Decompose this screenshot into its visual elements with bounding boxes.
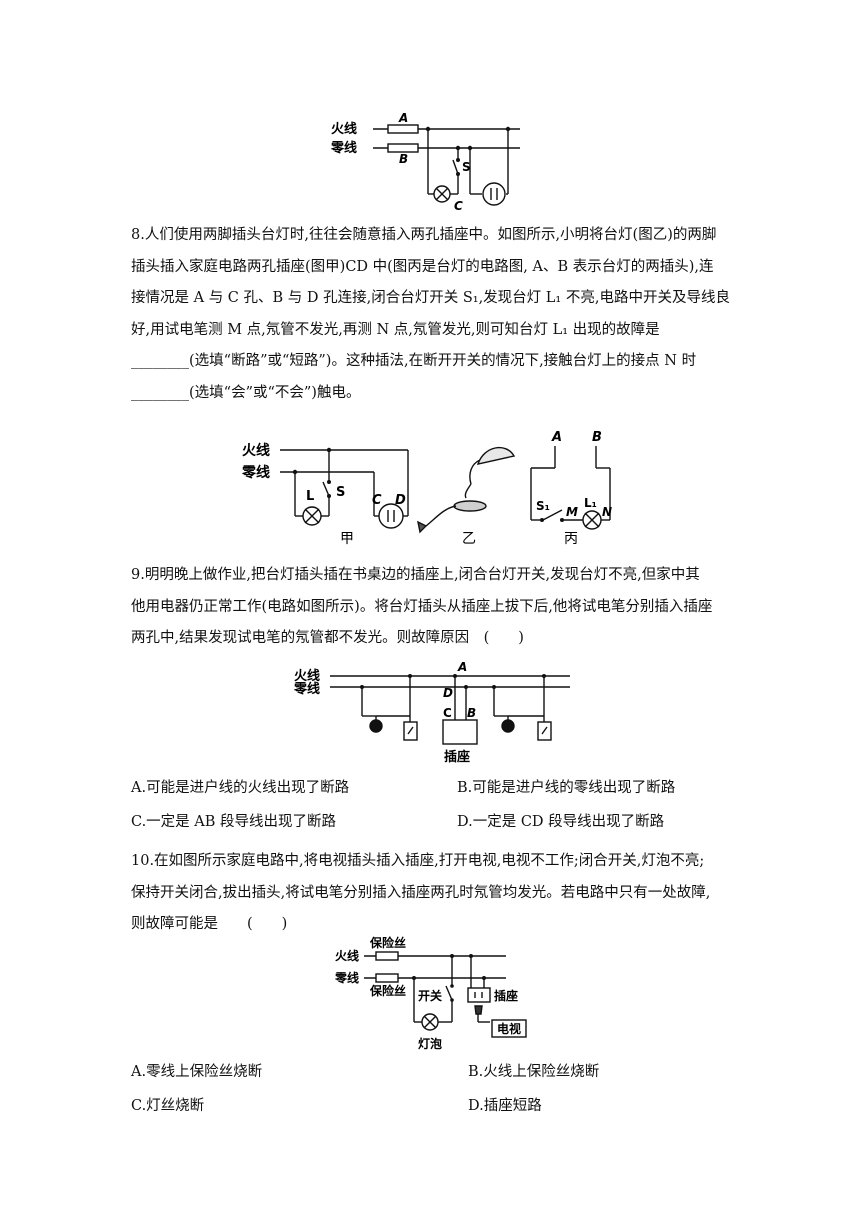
q8-line-1: 8.人们使用两脚插头台灯时,往往会随意插入两孔插座中。如图所示,小明将台灯(图乙… [131, 227, 717, 243]
label-neutral-wire: 零线 [334, 970, 359, 985]
question-10-text: 10.在如图所示家庭电路中,将电视插头插入插座,打开电视,电视不工作;闭合开关,… [131, 846, 731, 941]
label-s1: S₁ [536, 499, 550, 513]
label-fuse-neutral: 保险丝 [369, 983, 406, 998]
label-a: A [398, 111, 408, 125]
q10-line-1: 10.在如图所示家庭电路中,将电视插头插入插座,打开电视,电视不工作;闭合开关,… [131, 853, 705, 869]
caption-jia: 甲 [340, 531, 354, 547]
q10-line-2: 保持开关闭合,拔出插头,将试电笔分别插入插座两孔时氖管均发光。若电路中只有一处故… [131, 884, 711, 901]
caption-yi: 乙 [462, 531, 476, 547]
figure-q7-circuit: 火线 零线 A B S C [330, 111, 520, 213]
label-socket: 插座 [444, 749, 470, 765]
label-tv: 电视 [497, 1021, 521, 1036]
q9-option-a[interactable]: A.可能是进户线的火线出现了断路 [131, 780, 350, 796]
label-s: S [336, 485, 345, 500]
label-l: L [306, 489, 314, 504]
q9-option-d[interactable]: D.一定是 CD 段导线出现了断路 [457, 814, 665, 830]
q9-option-c[interactable]: C.一定是 AB 段导线出现了断路 [131, 814, 337, 830]
q10-option-b[interactable]: B.火线上保险丝烧断 [468, 1064, 600, 1080]
label-fuse-live: 保险丝 [369, 936, 406, 950]
label-b: B [399, 152, 408, 166]
label-d: D [395, 493, 406, 508]
label-live-wire: 火线 [294, 668, 320, 684]
label-live-wire: 火线 [242, 442, 270, 459]
q9-line-2: 他用电器仍正常工作(电路如图所示)。将台灯插头从插座上拔下后,他将试电笔分别插入… [131, 598, 713, 615]
q8-line-6: ________(选填“会”或“不会”)触电。 [131, 384, 361, 401]
caption-bing: 丙 [564, 531, 578, 547]
label-plug-b: B [592, 430, 602, 445]
question-8-text: 8.人们使用两脚插头台灯时,往往会随意插入两孔插座中。如图所示,小明将台灯(图乙… [131, 220, 731, 410]
label-c: C [454, 199, 463, 213]
label-c: C [443, 706, 452, 720]
q10-line-3: 则故障可能是 ( ) [131, 916, 288, 933]
q8-line-3: 接情况是 A 与 C 孔、B 与 D 孔连接,闭合台灯开关 S₁,发现台灯 L₁… [131, 290, 730, 307]
figure-q8-circuits: 火线 零线 L S C D 甲 乙 A B S₁ M L₁ N 丙 [241, 430, 612, 547]
label-neutral-wire: 零线 [330, 140, 357, 156]
label-a: A [457, 660, 467, 674]
label-n: N [602, 505, 612, 519]
label-bulb: 灯泡 [418, 1036, 442, 1051]
label-socket: 插座 [494, 988, 518, 1003]
label-live-wire: 火线 [331, 121, 357, 137]
label-neutral-wire: 零线 [293, 681, 320, 697]
label-s: S [462, 160, 471, 174]
q10-option-a[interactable]: A.零线上保险丝烧断 [131, 1064, 263, 1080]
q8-line-5: ________(选填“断路”或“短路”)。这种插法,在断开开关的情况下,接触台… [131, 353, 697, 370]
q9-option-b[interactable]: B.可能是进户线的零线出现了断路 [457, 780, 676, 796]
q10-option-d[interactable]: D.插座短路 [468, 1098, 542, 1114]
label-switch: 开关 [418, 988, 442, 1003]
q8-line-4: 好,用试电笔测 M 点,氖管不发光,再测 N 点,氖管发光,则可知台灯 L₁ 出… [131, 321, 660, 338]
q9-line-3: 两孔中,结果发现试电笔的氖管都不发光。则故障原因 ( ) [131, 630, 524, 647]
figure-q10-circuit: 火线 保险丝 零线 保险丝 开关 插座 电视 灯泡 [334, 936, 527, 1051]
question-9-text: 9.明明晚上做作业,把台灯插头插在书桌边的插座上,闭合台灯开关,发现台灯不亮,但… [131, 560, 731, 655]
label-d: D [443, 686, 453, 700]
label-plug-a: A [551, 430, 562, 445]
label-b: B [467, 706, 476, 720]
figure-q9-circuit: 火线 零线 A D C B 插座 [293, 660, 570, 765]
label-m: M [566, 505, 578, 519]
q9-line-1: 9.明明晚上做作业,把台灯插头插在书桌边的插座上,闭合台灯开关,发现台灯不亮,但… [131, 567, 700, 583]
label-live-wire: 火线 [335, 948, 359, 963]
q10-option-c[interactable]: C.灯丝烧断 [131, 1098, 205, 1114]
q8-line-2: 插头插入家庭电路两孔插座(图甲)CD 中(图丙是台灯的电路图, A、B 表示台灯… [131, 258, 714, 275]
label-c: C [372, 493, 382, 508]
label-neutral-wire: 零线 [241, 464, 270, 481]
label-l1: L₁ [584, 496, 597, 510]
